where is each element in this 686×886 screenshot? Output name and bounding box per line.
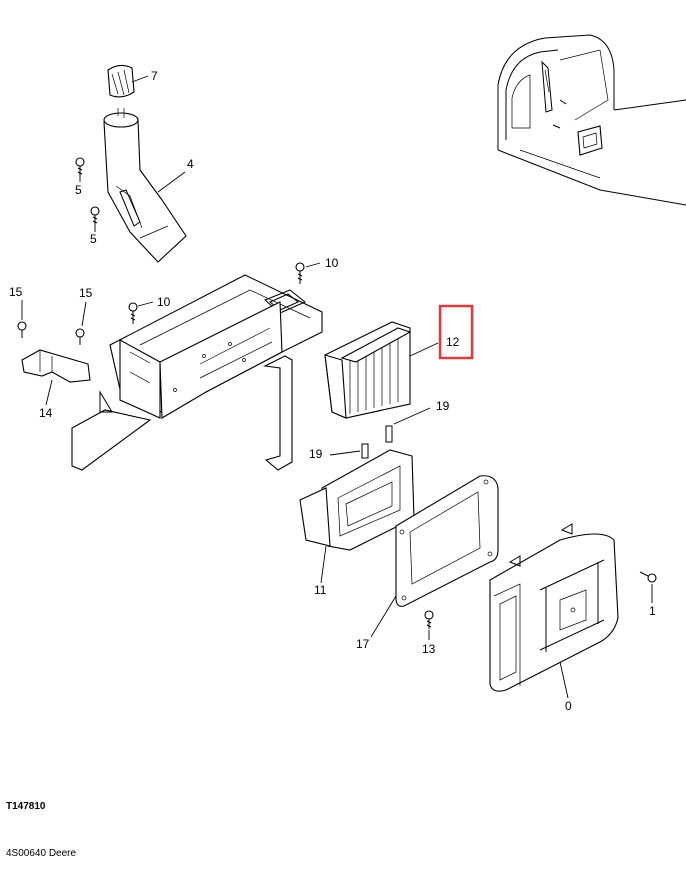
bolt-5a-icon xyxy=(75,157,85,176)
callout-15b: 15 xyxy=(79,286,93,300)
lever-assembly xyxy=(103,64,187,263)
callout-11: 11 xyxy=(314,583,327,597)
bolt-10b-icon xyxy=(128,302,138,324)
callout-0: 0 xyxy=(565,699,572,713)
bolt-1-icon xyxy=(639,571,657,583)
drawing-id: T147810 xyxy=(6,801,46,812)
callout-5a: 5 xyxy=(75,183,82,197)
callout-14: 14 xyxy=(39,406,53,420)
callout-10a: 10 xyxy=(325,256,339,270)
filter-housing xyxy=(299,425,415,551)
leader-lines xyxy=(21,75,653,699)
cover-part xyxy=(489,523,619,692)
callout-5b: 5 xyxy=(90,232,97,246)
gasket-plate xyxy=(395,475,499,607)
bolt-13-icon xyxy=(424,610,434,629)
bolt-5b-icon xyxy=(90,206,100,225)
fasteners xyxy=(17,157,657,629)
support-frame xyxy=(71,274,323,471)
source-id: 4S00640 Deere xyxy=(6,848,77,859)
bolt-10a-icon xyxy=(295,262,305,284)
callout-12: 12 xyxy=(446,335,460,349)
bolt-15b-icon xyxy=(75,328,85,345)
callout-13: 13 xyxy=(422,642,436,656)
callout-highlight-box xyxy=(438,304,474,360)
callout-7: 7 xyxy=(151,69,158,83)
callout-10b: 10 xyxy=(157,295,171,309)
callout-19b: 19 xyxy=(309,447,323,461)
cab-locator-inset xyxy=(497,34,686,206)
callout-15a: 15 xyxy=(9,285,23,299)
callout-19a: 19 xyxy=(436,399,450,413)
filter-element xyxy=(324,321,412,419)
bracket-part xyxy=(21,349,91,383)
callout-17: 17 xyxy=(356,637,370,651)
callout-4: 4 xyxy=(187,157,194,171)
bolt-15a-icon xyxy=(17,321,27,338)
callout-labels: 7 4 5 5 10 10 15 15 14 12 19 19 11 17 13… xyxy=(9,69,656,713)
callout-1: 1 xyxy=(649,604,656,618)
